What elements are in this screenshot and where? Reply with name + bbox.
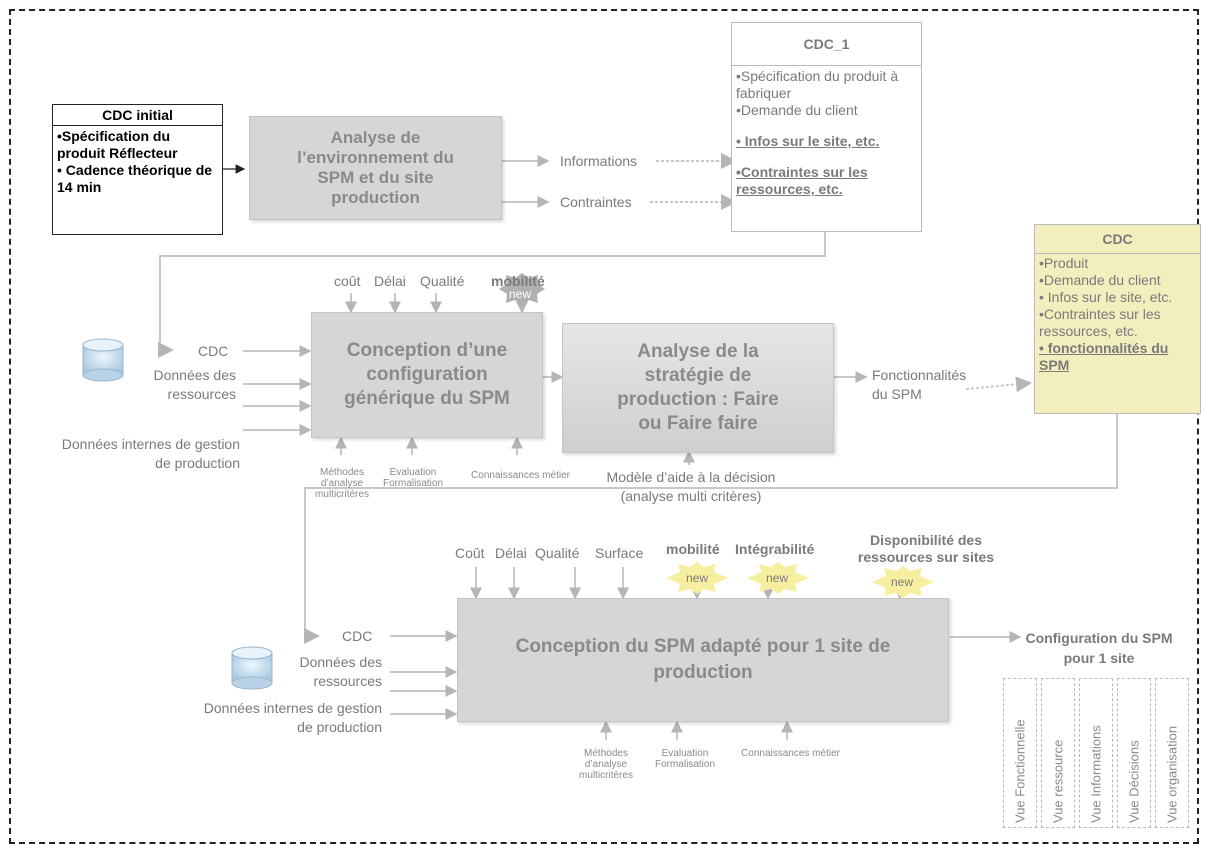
new-badge: new <box>509 287 532 301</box>
cdc1-title: CDC_1 <box>732 23 921 66</box>
cdc-initial-line: • Cadence théorique de 14 min <box>57 162 213 195</box>
view-label: Vue organisation <box>1164 725 1180 823</box>
analyse-environnement-box: Analyse de l’environnement du SPM et du … <box>249 116 502 220</box>
input-donnees-ressources: Données des ressources <box>299 654 382 689</box>
cdc1-line: •Demande du client <box>736 102 858 118</box>
output-configuration: Configuration du SPM pour 1 site <box>1025 630 1173 666</box>
conception-generique-label: Conception d’une configuration générique… <box>344 340 510 409</box>
view-column: Vue organisation <box>1155 678 1189 828</box>
control-cout: coût <box>334 273 361 289</box>
control-disponibilite: Disponibilité des ressources sur sites <box>857 532 995 565</box>
control-mobilite: mobilité <box>491 273 545 289</box>
conception-generique-box: Conception d’une configuration générique… <box>311 312 543 438</box>
analyse-environnement-label: Analyse de l’environnement du SPM et du … <box>297 128 454 207</box>
control-mobilite: mobilité <box>666 541 720 557</box>
view-column: Vue ressource <box>1041 678 1075 828</box>
control-qualite: Qualité <box>535 545 580 561</box>
control-qualite: Qualité <box>420 273 465 289</box>
cdc-yellow-box: CDC •Produit •Demande du client • Infos … <box>1034 224 1201 414</box>
mechanism-evaluation: Evaluation Formalisation <box>654 748 716 770</box>
control-surface: Surface <box>595 545 644 561</box>
output-contraintes: Contraintes <box>560 194 632 210</box>
cdc-initial-title: CDC initial <box>53 105 222 126</box>
cdc1-line: •Spécification du produit à fabriquer <box>736 68 899 101</box>
view-column: Vue Informations <box>1079 678 1113 828</box>
mechanism-connaissances: Connaissances métier <box>741 748 840 759</box>
cdc-yellow-line: • fonctionnalités du SPM <box>1039 340 1169 373</box>
cdc1-box: CDC_1 •Spécification du produit à fabriq… <box>731 22 922 232</box>
input-cdc: CDC <box>198 343 229 359</box>
control-delai: Délai <box>374 273 406 289</box>
input-donnees-internes: Données internes de gestion de productio… <box>203 700 382 735</box>
cdc-initial-line: •Spécification du produit Réflecteur <box>57 128 178 161</box>
input-donnees-internes: Données internes de gestion de productio… <box>61 436 240 471</box>
cdc1-line: • Infos sur le site, etc. <box>736 133 880 149</box>
cdc-yellow-title: CDC <box>1035 225 1200 254</box>
cdc-initial-box: CDC initial •Spécification du produit Ré… <box>52 104 223 235</box>
mechanism-connaissances: Connaissances métier <box>471 470 570 481</box>
output-fonctionnalites: Fonctionnalités du SPM <box>872 367 967 402</box>
view-label: Vue Fonctionnelle <box>1012 719 1028 823</box>
new-burst-icon <box>747 562 809 594</box>
input-cdc: CDC <box>342 628 373 644</box>
input-donnees-ressources: Données des ressources <box>153 367 236 402</box>
new-badge: new <box>686 571 709 585</box>
mechanism-methodes: Méthodes d’analyse multicritères <box>315 467 369 500</box>
control-integrabilite: Intégrabilité <box>735 541 815 557</box>
new-badge: new <box>891 575 914 589</box>
cdc-yellow-line: •Produit <box>1039 255 1089 271</box>
database-icon <box>82 338 124 382</box>
conception-site-label: Conception du SPM adapté pour 1 site de … <box>515 636 891 683</box>
output-informations: Informations <box>560 153 638 169</box>
strategie-box: Analyse de la stratégie de production : … <box>562 323 834 453</box>
conception-site-box: Conception du SPM adapté pour 1 site de … <box>457 598 949 722</box>
new-badge: new <box>766 571 789 585</box>
new-burst-icon <box>666 562 728 594</box>
modele-aide-decision: Modèle d’aide à la décision (analyse mul… <box>606 469 776 504</box>
control-delai: Délai <box>495 545 527 561</box>
view-label: Vue Décisions <box>1126 740 1142 823</box>
view-column: Vue Fonctionnelle <box>1003 678 1037 828</box>
cdc-yellow-line: •Contraintes sur les ressources, etc. <box>1039 306 1161 339</box>
new-burst-icon <box>499 273 545 306</box>
database-icon <box>231 646 273 690</box>
cdc-yellow-line: • Infos sur le site, etc. <box>1039 289 1173 305</box>
control-cout: Coût <box>455 545 485 561</box>
mechanism-evaluation: Evaluation Formalisation <box>382 467 444 489</box>
cdc-yellow-line: •Demande du client <box>1039 272 1161 288</box>
cdc1-line: •Contraintes sur les ressources, etc. <box>736 164 868 197</box>
mechanism-methodes: Méthodes d’analyse multicritères <box>579 748 633 781</box>
new-burst-icon <box>872 566 934 598</box>
strategie-label: Analyse de la stratégie de production : … <box>617 341 779 434</box>
view-label: Vue ressource <box>1050 739 1066 823</box>
view-column: Vue Décisions <box>1117 678 1151 828</box>
view-label: Vue Informations <box>1088 725 1104 823</box>
